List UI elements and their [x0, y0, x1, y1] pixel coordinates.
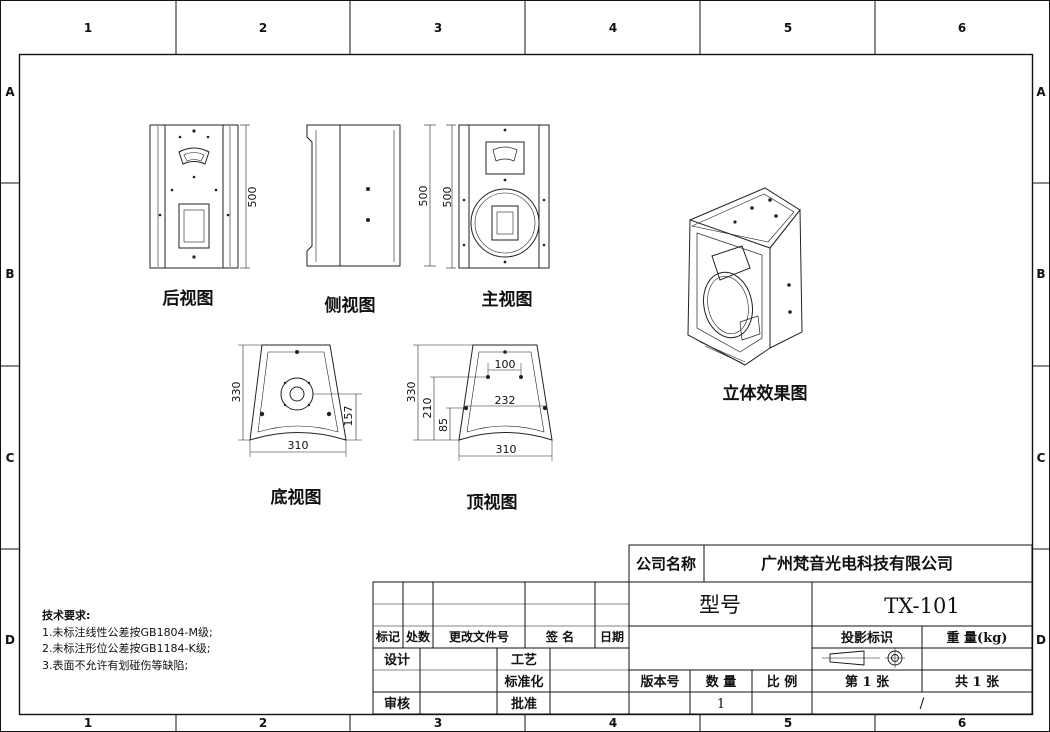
technical-notes: 技术要求: 1.未标注线性公差按GB1804-M级; 2.未标注形位公差按GB1…: [42, 608, 213, 674]
front-dim-height: 500: [441, 187, 454, 208]
row-label-right: C: [1037, 451, 1046, 465]
note-item: 2.未标注形位公差按GB1184-K级;: [42, 642, 211, 655]
col-label-bottom: 1: [84, 716, 92, 730]
bottom-view-label: 底视图: [271, 487, 322, 508]
top-view-label: 顶视图: [467, 492, 518, 513]
col-label-bottom: 5: [784, 716, 792, 730]
row-label-left: B: [5, 267, 14, 281]
side-view-label: 侧视图: [325, 295, 376, 316]
top-view-drawing: [413, 344, 553, 461]
bottom-dim-width: 310: [288, 439, 309, 452]
notes-title: 技术要求:: [42, 609, 91, 622]
top-dim-rail-depth: 210: [421, 398, 434, 419]
title-block-text: 公司名称 广州梵音光电科技有限公司 型号 TX-101 标记 处数 更改文件号 …: [375, 554, 1007, 712]
approve-label: 批准: [511, 696, 537, 712]
top-dim-width: 310: [496, 443, 517, 456]
sheet-total: 共 1 张: [955, 674, 1000, 690]
col-label-top: 4: [609, 21, 617, 35]
col-label-bottom: 6: [958, 716, 966, 730]
rear-view-label: 后视图: [163, 288, 214, 309]
rear-view-drawing: [149, 124, 250, 269]
top-dim-rail-spacing: 232: [495, 394, 516, 407]
col-label-bottom: 2: [259, 716, 267, 730]
scale-value: /: [920, 696, 925, 712]
rear-dim-height: 500: [246, 187, 259, 208]
company-label: 公司名称: [636, 555, 696, 573]
col-label-top: 1: [84, 21, 92, 35]
review-label: 审核: [384, 696, 410, 712]
standard-label: 标准化: [503, 674, 543, 690]
col-label-top: 2: [259, 21, 267, 35]
side-view-drawing: [306, 124, 436, 267]
title-block-lines: [372, 544, 1033, 715]
col-label-top: 5: [784, 21, 792, 35]
process-label: 工艺: [511, 652, 537, 668]
model-label: 型号: [699, 593, 741, 617]
frame-labels: 1 2 3 4 5 6 1 2 3 4 5 6 A B C D A B C D: [5, 21, 1046, 730]
scale-label: 比 例: [767, 674, 798, 690]
note-item: 3.表面不允许有划碰伤等缺陷;: [42, 658, 189, 672]
bottom-view-drawing: [238, 344, 362, 457]
rev-header-date: 日期: [600, 629, 624, 644]
note-item: 1.未标注线性公差按GB1804-M级;: [42, 625, 213, 639]
weight-label: 重 量(kg): [947, 630, 1008, 646]
top-dim-depth: 330: [405, 382, 418, 403]
projection-label: 投影标识: [841, 630, 893, 646]
sheet-number: 第 1 张: [845, 674, 890, 690]
top-dim-hole-spacing: 100: [495, 358, 516, 371]
version-label: 版本号: [640, 674, 679, 690]
front-view-drawing: [446, 124, 550, 269]
row-label-left: A: [5, 85, 15, 99]
row-label-right: D: [1036, 633, 1046, 647]
quantity-label: 数 量: [706, 674, 737, 690]
row-label-left: C: [6, 451, 15, 465]
company-name: 广州梵音光电科技有限公司: [761, 554, 953, 573]
isometric-view-drawing: [687, 187, 803, 366]
quantity-value: 1: [717, 697, 725, 712]
rev-header-count: 处数: [405, 629, 431, 644]
col-label-top: 6: [958, 21, 966, 35]
row-label-right: B: [1036, 267, 1045, 281]
design-label: 设计: [384, 652, 410, 668]
rev-header-mark: 标记: [375, 629, 400, 644]
bottom-dim-depth: 330: [230, 382, 243, 403]
col-label-bottom: 4: [609, 716, 617, 730]
isometric-view-label: 立体效果图: [723, 383, 808, 404]
top-dim-front-offset: 85: [437, 418, 450, 432]
row-label-right: A: [1036, 85, 1046, 99]
rev-header-sign: 签 名: [545, 629, 574, 644]
projection-icon: [822, 648, 905, 668]
col-label-bottom: 3: [434, 716, 442, 730]
bottom-dim-hole: 157: [342, 406, 355, 427]
rev-header-doc: 更改文件号: [449, 629, 509, 644]
col-label-top: 3: [434, 21, 442, 35]
side-dim-height: 500: [417, 186, 430, 207]
model-value: TX-101: [884, 594, 959, 618]
row-label-left: D: [5, 633, 15, 647]
front-view-label: 主视图: [482, 289, 533, 310]
